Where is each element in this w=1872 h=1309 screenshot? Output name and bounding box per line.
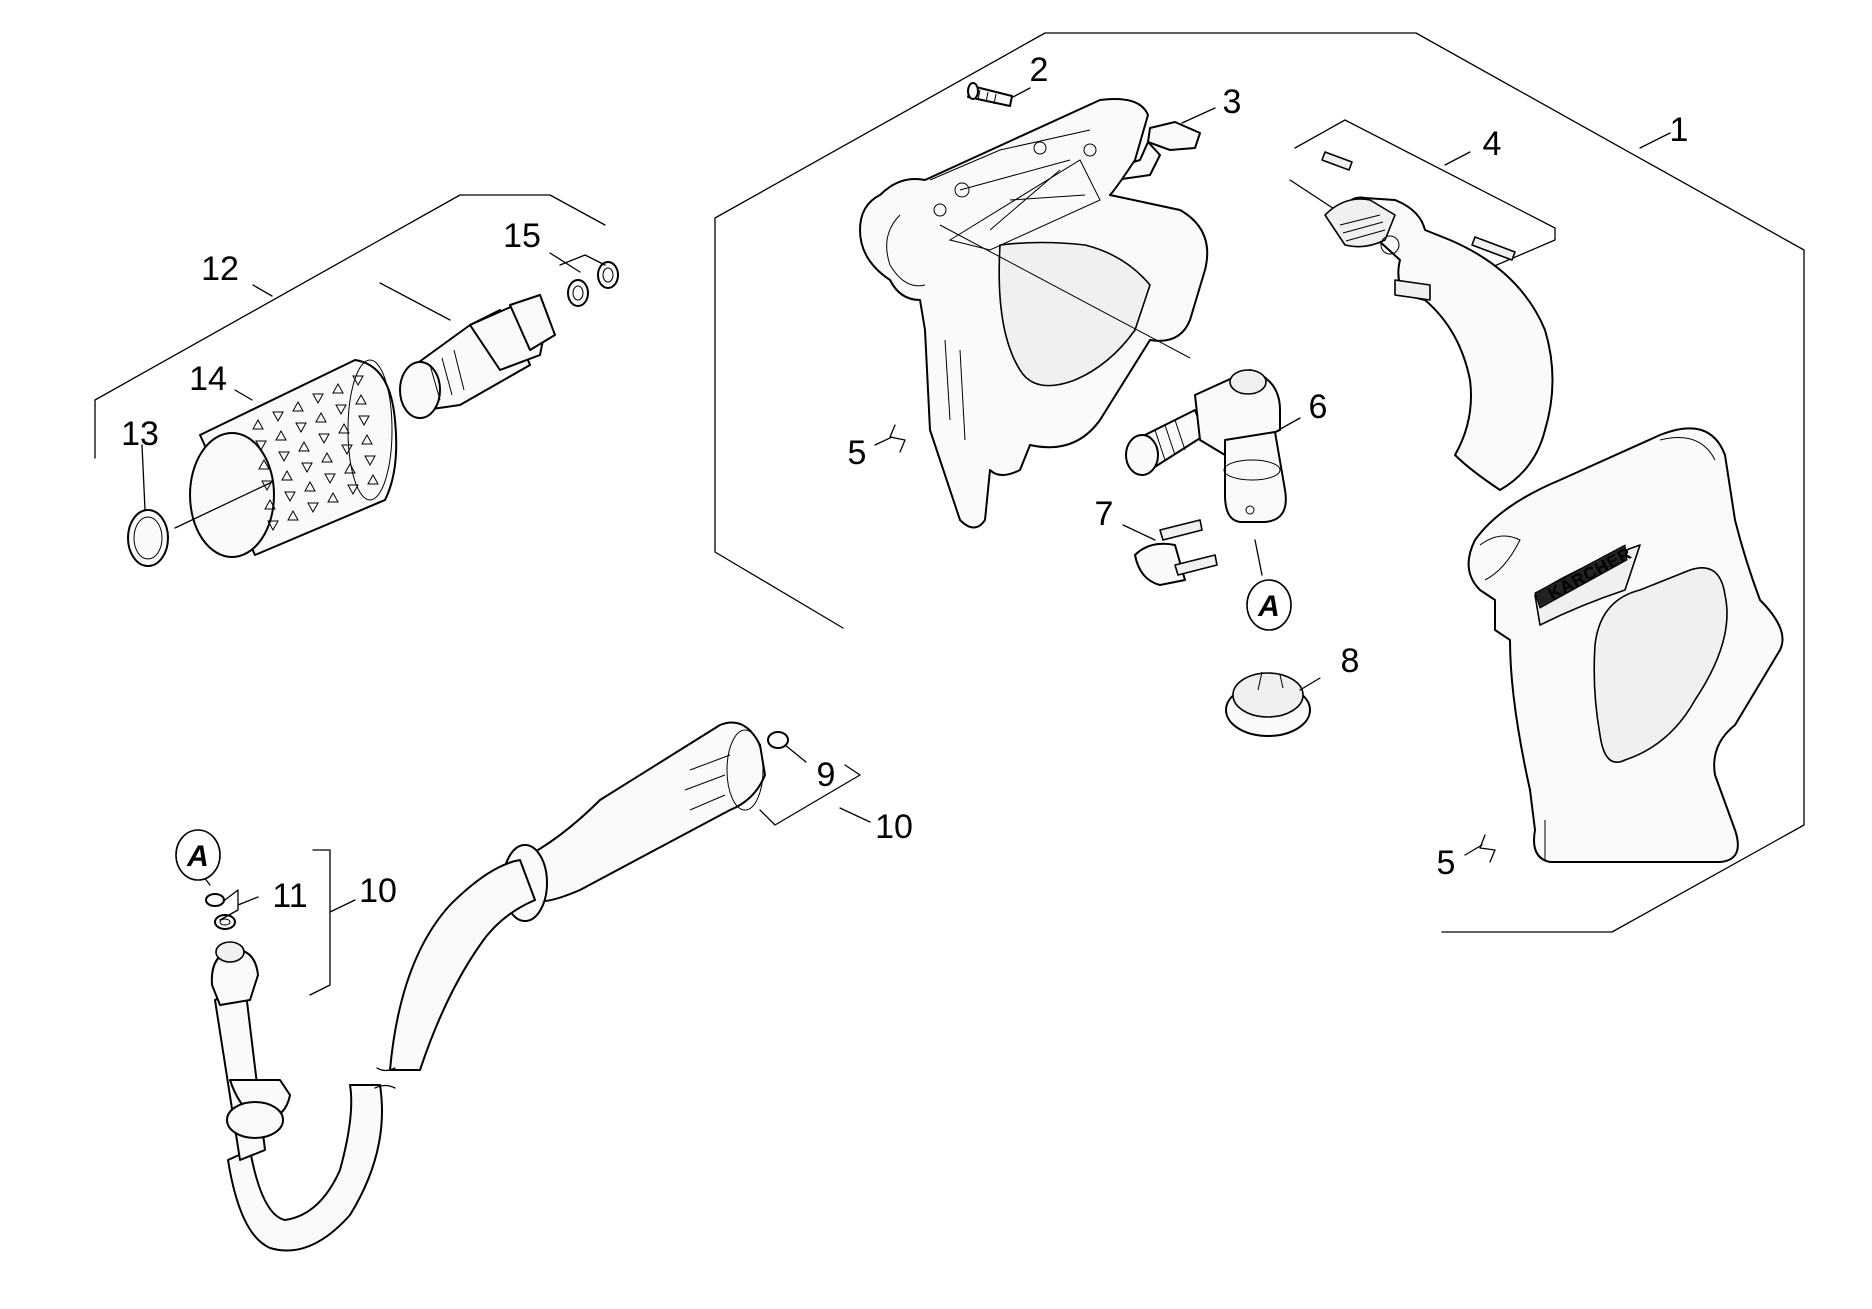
callout-12: 12 [201,250,239,288]
lance-part-10 [206,723,765,1251]
callout-3: 3 [1223,83,1242,121]
bushing-part-8 [1226,672,1310,736]
reference-mark-a-lower-text: A [186,840,209,873]
callout-15: 15 [503,217,541,255]
callout-8: 8 [1341,642,1360,680]
reference-mark-a-lower: A [176,830,220,880]
callout-9: 9 [817,756,836,794]
rotor-nozzle-body [400,295,555,418]
callout-11: 11 [272,877,307,915]
callout-1: 1 [1670,111,1689,149]
clip-part-7 [1135,520,1217,585]
screw-part-2 [968,83,1012,106]
callout-2: 2 [1030,51,1049,89]
callout-5-right: 5 [1437,844,1456,882]
callout-5-left: 5 [848,434,867,472]
reference-mark-a-upper: A [1247,580,1291,630]
reference-mark-a-upper-text: A [1257,590,1280,623]
callout-7: 7 [1095,495,1114,533]
housing-right-part-5: KÄRCHER [1469,428,1783,862]
callout-6: 6 [1309,388,1328,426]
snap-ring-part-13 [128,510,168,566]
callout-13: 13 [121,415,159,453]
callout-10-hose: 10 [359,872,397,910]
trigger-part-4 [1290,120,1555,490]
callout-10-lance: 10 [875,808,913,846]
callout-14: 14 [189,360,227,398]
callout-4: 4 [1483,125,1502,163]
elbow-connector-part-6 [1126,370,1286,522]
